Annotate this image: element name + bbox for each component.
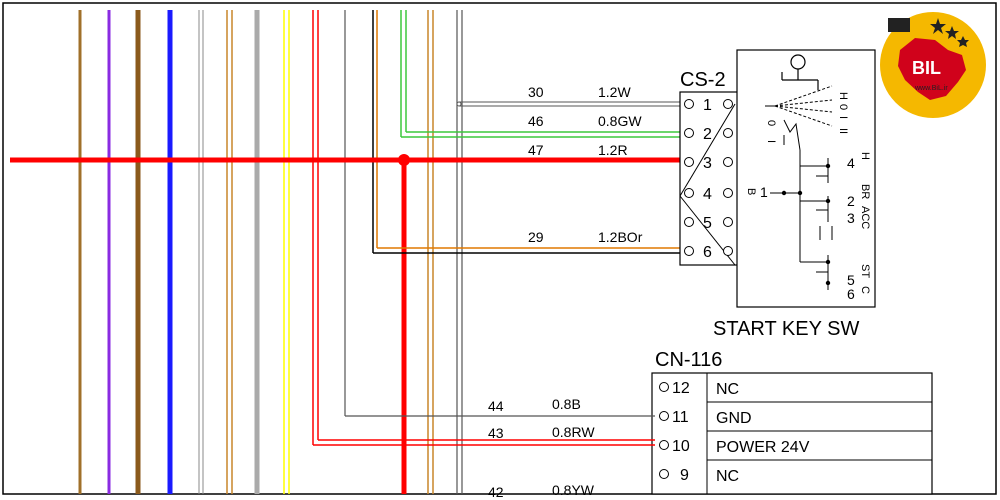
vertical-wire-bundle <box>78 10 463 494</box>
map-shape-icon <box>898 38 966 100</box>
term-label-br: BR <box>859 184 871 199</box>
aux-0: 0 <box>765 120 777 126</box>
star-icon <box>945 26 959 39</box>
start-key-switch: H 0 I II 0 I B 1 4 H 2 <box>713 49 876 340</box>
cs2-pin-3: 3 <box>703 155 712 172</box>
b-label: B <box>745 188 757 195</box>
wire-spec-46: 0.8GW <box>598 113 642 129</box>
cs2-pin-1: 1 <box>703 97 712 114</box>
term-num-2: 2 <box>847 193 855 209</box>
logo-text: BIL <box>912 58 941 78</box>
term-num-3: 3 <box>847 210 855 226</box>
connector-cs2: CS-2 1 2 3 4 5 6 <box>679 69 739 266</box>
wire-spec-43: 0.8RW <box>552 424 595 440</box>
cs2-pin-6: 6 <box>703 244 712 261</box>
cn116-wire-runs <box>313 415 655 446</box>
term-label-st: ST <box>859 264 871 278</box>
star-icon <box>957 36 969 47</box>
cn116-pin-9: 9 <box>680 467 689 484</box>
pos-ii: II <box>837 128 849 134</box>
key-ring-icon <box>790 54 806 70</box>
wire-circuit-29: 29 <box>528 229 544 245</box>
pos-0: 0 <box>837 104 849 110</box>
wire-spec-29: 1.2BOr <box>598 229 643 245</box>
term-label-acc: ACC <box>859 206 871 229</box>
term-num-5: 5 <box>847 272 855 288</box>
cn116-label-12: NC <box>716 381 739 398</box>
cs2-pin-5: 5 <box>703 215 712 232</box>
wire-spec-42: 0.8YW <box>552 482 595 498</box>
star-icon <box>930 18 946 34</box>
cs2-pin-2: 2 <box>703 126 712 143</box>
truck-icon <box>888 18 910 32</box>
wire-circuit-47: 47 <box>528 142 544 158</box>
cn116-label-9: NC <box>716 468 739 485</box>
wire-spec-44: 0.8B <box>552 396 581 412</box>
b-terminal-num: 1 <box>760 184 768 200</box>
cn116-pin-12: 12 <box>672 380 690 397</box>
term-label-c: C <box>859 286 871 294</box>
wire-spec-30: 1.2W <box>598 84 631 100</box>
wire-circuit-43: 43 <box>488 425 504 441</box>
cn116-wire-labels: 44 0.8B 43 0.8RW 42 0.8YW <box>488 396 595 500</box>
cs2-wire-runs <box>10 101 682 254</box>
wire-circuit-42: 42 <box>488 484 504 500</box>
cn116-pin-11: 11 <box>672 409 689 426</box>
logo-url: www.BiL.ir <box>914 85 948 92</box>
cn116-label-11: GND <box>716 410 752 427</box>
wire-circuit-46: 46 <box>528 113 544 129</box>
term-num-6: 6 <box>847 286 855 302</box>
cn116-title: CN-116 <box>655 349 722 371</box>
wire-circuit-44: 44 <box>488 398 504 414</box>
term-label-h: H <box>859 152 871 160</box>
cn116-label-10: POWER 24V <box>716 439 810 456</box>
bil-logo: BIL www.BiL.ir <box>880 12 986 118</box>
cn116-pin-10: 10 <box>672 438 690 455</box>
term-num-4: 4 <box>847 155 855 171</box>
aux-i: I <box>765 140 777 143</box>
wire-circuit-30: 30 <box>528 84 544 100</box>
cs2-wire-labels: 30 1.2W 46 0.8GW 47 1.2R 29 1.2BOr <box>528 84 643 245</box>
switch-title: START KEY SW <box>713 318 859 340</box>
cs2-title: CS-2 <box>680 69 726 91</box>
wire-spec-47: 1.2R <box>598 142 628 158</box>
connector-cn116: CN-116 12 11 10 9 NC GND POWER 24V NC <box>651 349 933 495</box>
pos-i: I <box>837 116 849 119</box>
pos-h: H <box>837 92 849 100</box>
cs2-pin-4: 4 <box>703 186 712 203</box>
